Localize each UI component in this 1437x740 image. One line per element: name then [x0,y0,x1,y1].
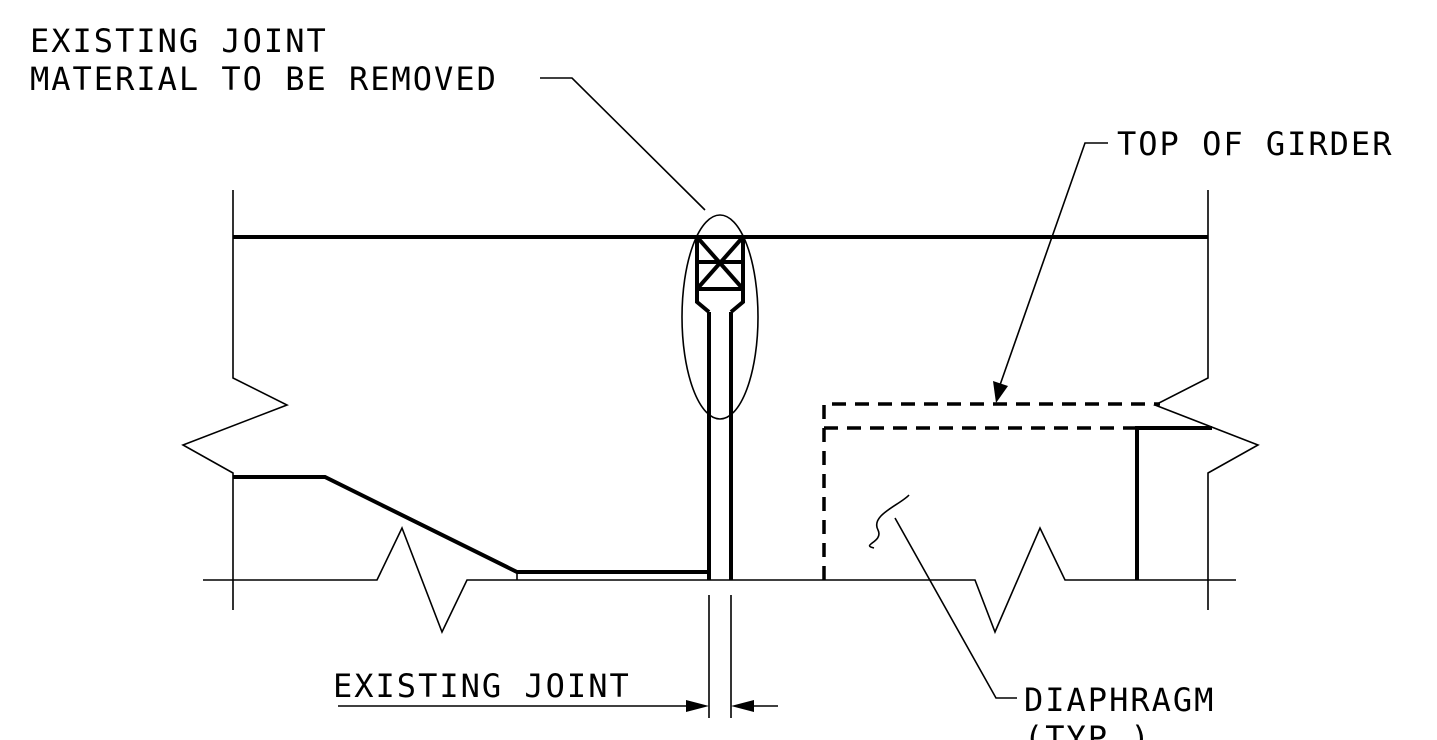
existing-joint-label: EXISTING JOINT [333,667,631,705]
diaphragm-outline [1135,426,1212,580]
diaphragm-label-line1: DIAPHRAGM [1024,681,1215,719]
joint-material-label-line1: EXISTING JOINT [30,22,328,60]
existing-joint-arrowhead-left [686,700,709,712]
diaphragm-marker-squiggle [868,494,910,549]
joint-seal-box [695,235,745,314]
top-of-girder-label: TOP OF GIRDER [1117,125,1393,163]
right-break-line [1153,190,1260,610]
top-of-girder-arrowhead [993,381,1008,403]
existing-joint-arrowhead-right [731,700,754,712]
top-of-girder-leader [999,142,1108,386]
joint-material-label-line2: MATERIAL TO BE REMOVED [30,60,498,98]
left-break-line [181,190,289,610]
top-of-girder-dashed [822,402,1160,580]
left-haunch-outline [233,475,707,574]
bottom-break-line [203,525,1236,635]
diaphragm-leader [894,517,1017,699]
diaphragm-label-line2: (TYP.) [1024,719,1152,740]
joint-material-leader [540,77,706,211]
joint-material-callout-ellipse [681,214,759,420]
